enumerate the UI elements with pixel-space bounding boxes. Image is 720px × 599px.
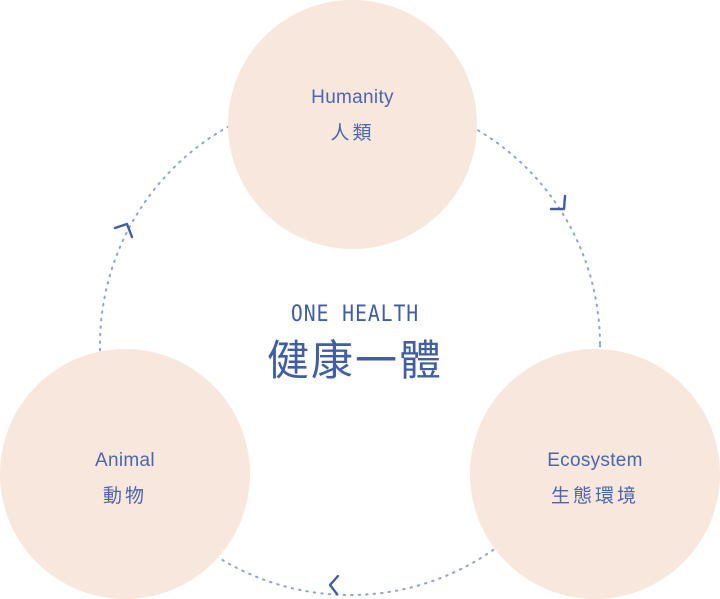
node-ecosystem-label-zh: 生態環境 [550,485,639,507]
node-animal-label-en: Animal [95,450,155,471]
node-animal-label-zh: 動物 [102,485,147,507]
node-humanity-label-zh: 人類 [330,121,375,144]
node-humanity: Humanity 人類 [228,0,477,249]
center-title-en: ONE HEALTH [290,302,420,327]
center-title-zh: 健康一體 [266,336,443,385]
arrow-top-right-icon [549,194,567,211]
arrow-left-icon [113,222,134,239]
arrow-bottom-icon [328,574,340,596]
node-ecosystem-label-en: Ecosystem [547,450,643,471]
node-humanity-label-en: Humanity [311,86,394,108]
center-title: ONE HEALTH 健康一體 [250,302,460,388]
node-animal: Animal 動物 [0,349,250,599]
node-ecosystem: Ecosystem 生態環境 [470,349,720,599]
